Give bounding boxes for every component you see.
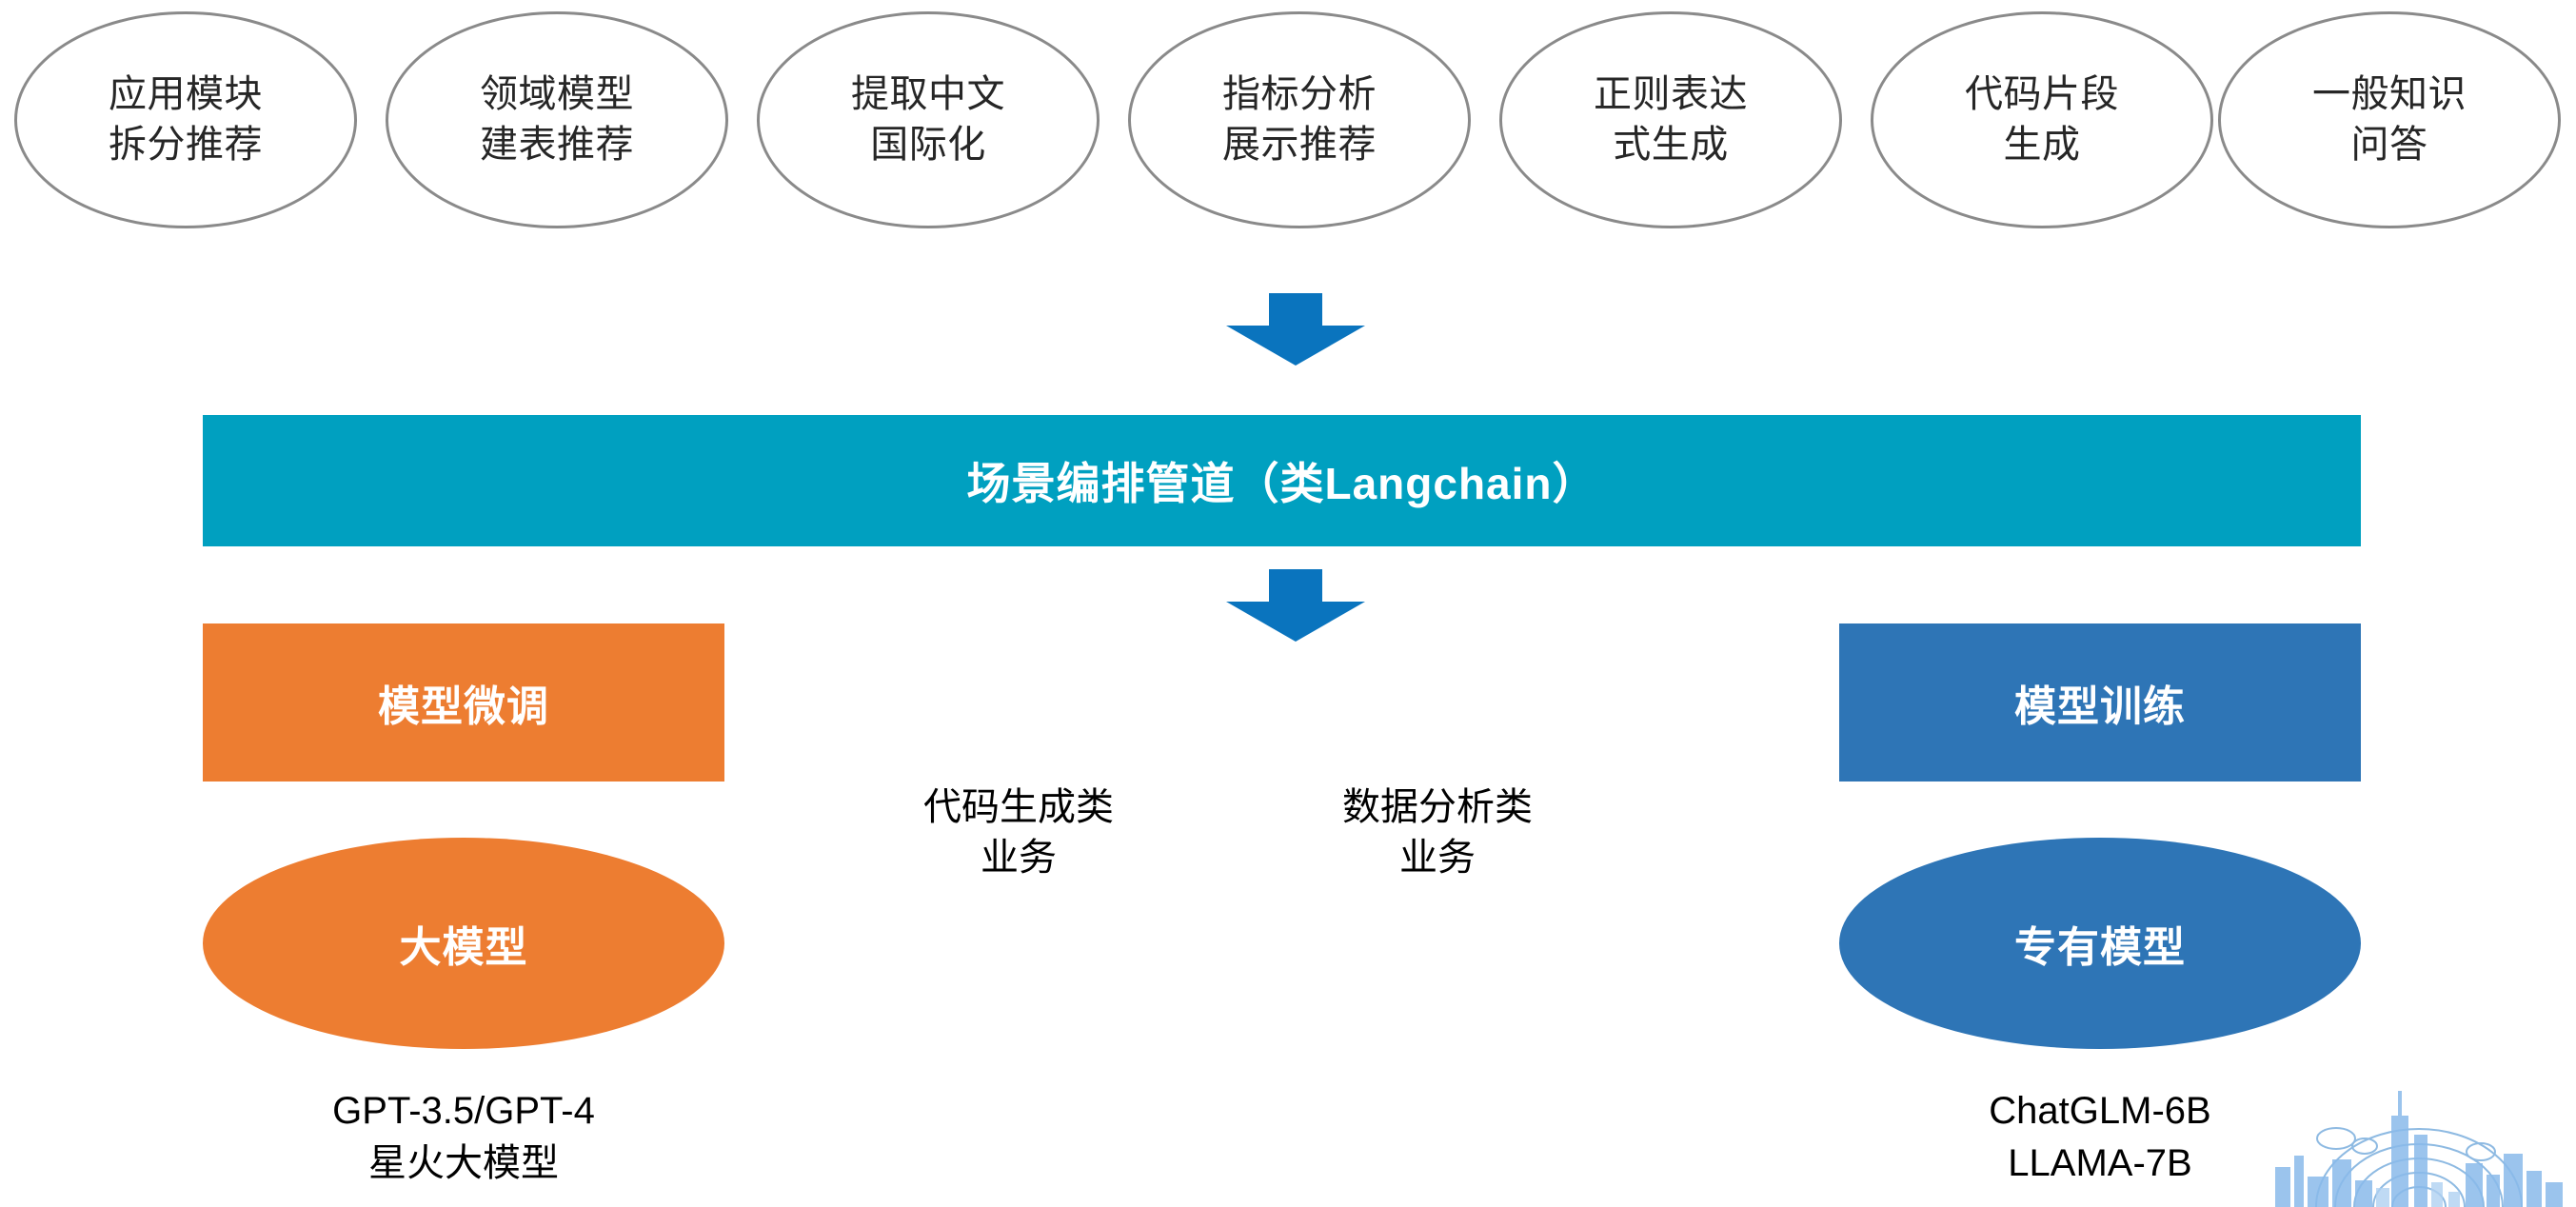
scenario-label: 应用模块 拆分推荐: [109, 69, 263, 170]
caption-line2: LLAMA-7B: [2008, 1142, 2192, 1185]
business-label-line2: 业务: [1399, 836, 1476, 879]
scenario-label-line2: 生成: [2003, 124, 2081, 166]
stage-box-label: 模型微调: [378, 683, 549, 730]
business-label-line2: 业务: [981, 836, 1057, 879]
arrow-down-icon-to-pipeline: [1226, 293, 1365, 366]
scenario-ellipse-code-snippet[interactable]: 代码片段 生成: [1871, 11, 2213, 228]
scenario-label: 代码片段 生成: [1965, 69, 2119, 170]
caption-left-models: GPT-3.5/GPT-4 星火大模型: [203, 1085, 724, 1190]
model-ellipse-large-model[interactable]: 大模型: [203, 838, 724, 1049]
pipeline-banner-label: 场景编排管道（类Langchain）: [966, 459, 1597, 508]
scenario-ellipse-app-module-split[interactable]: 应用模块 拆分推荐: [14, 11, 357, 228]
scenario-ellipse-domain-model-table[interactable]: 领域模型 建表推荐: [386, 11, 728, 228]
arrow-down-icon-to-models: [1226, 569, 1365, 642]
pipeline-banner[interactable]: 场景编排管道（类Langchain）: [203, 415, 2361, 546]
stage-box-model-training[interactable]: 模型训练: [1839, 623, 2361, 782]
scenario-ellipse-chinese-i18n[interactable]: 提取中文 国际化: [757, 11, 1100, 228]
scenario-label: 领域模型 建表推荐: [480, 69, 634, 170]
caption-line2: 星火大模型: [368, 1142, 559, 1185]
business-label-line1: 代码生成类: [923, 786, 1114, 828]
scenario-label-line1: 一般知识: [2312, 73, 2467, 116]
stage-box-label: 模型训练: [2014, 683, 2186, 730]
caption-right-models: ChatGLM-6B LLAMA-7B: [1839, 1085, 2361, 1190]
model-ellipse-label: 大模型: [399, 924, 528, 971]
scenario-ellipse-row: 应用模块 拆分推荐 领域模型 建表推荐 提取中文 国际化 指标分析 展示推荐: [0, 0, 2576, 240]
business-label-line1: 数据分析类: [1342, 786, 1533, 828]
scenario-label: 一般知识 问答: [2312, 69, 2467, 170]
scenario-label-line1: 指标分析: [1222, 73, 1377, 116]
scenario-label-line1: 提取中文: [851, 73, 1005, 116]
scenario-label-line2: 国际化: [870, 124, 986, 166]
scenario-ellipse-metric-analysis[interactable]: 指标分析 展示推荐: [1128, 11, 1471, 228]
scenario-label: 正则表达 式生成: [1594, 69, 1748, 170]
scenario-ellipse-regex-generation[interactable]: 正则表达 式生成: [1499, 11, 1842, 228]
stage-box-model-finetune[interactable]: 模型微调: [203, 623, 724, 782]
scenario-label-line2: 问答: [2350, 124, 2428, 166]
business-label-data-analysis: 数据分析类 业务: [1238, 782, 1637, 883]
scenario-label-line1: 代码片段: [1965, 73, 2119, 116]
scenario-label-line2: 展示推荐: [1222, 124, 1377, 166]
scenario-label-line1: 领域模型: [480, 73, 634, 116]
scenario-label-line2: 式生成: [1613, 124, 1729, 166]
business-label-code-generation: 代码生成类 业务: [819, 782, 1219, 883]
scenario-label-line1: 应用模块: [109, 73, 263, 116]
scenario-label-line1: 正则表达: [1594, 73, 1748, 116]
caption-line1: ChatGLM-6B: [1989, 1090, 2211, 1132]
model-ellipse-label: 专有模型: [2014, 924, 2186, 971]
scenario-label-line2: 拆分推荐: [109, 124, 263, 166]
scenario-label-line2: 建表推荐: [480, 124, 634, 166]
scenario-label: 提取中文 国际化: [851, 69, 1005, 170]
model-ellipse-proprietary-model[interactable]: 专有模型: [1839, 838, 2361, 1049]
caption-line1: GPT-3.5/GPT-4: [332, 1090, 595, 1132]
scenario-ellipse-general-qa[interactable]: 一般知识 问答: [2218, 11, 2561, 228]
scenario-label: 指标分析 展示推荐: [1222, 69, 1377, 170]
